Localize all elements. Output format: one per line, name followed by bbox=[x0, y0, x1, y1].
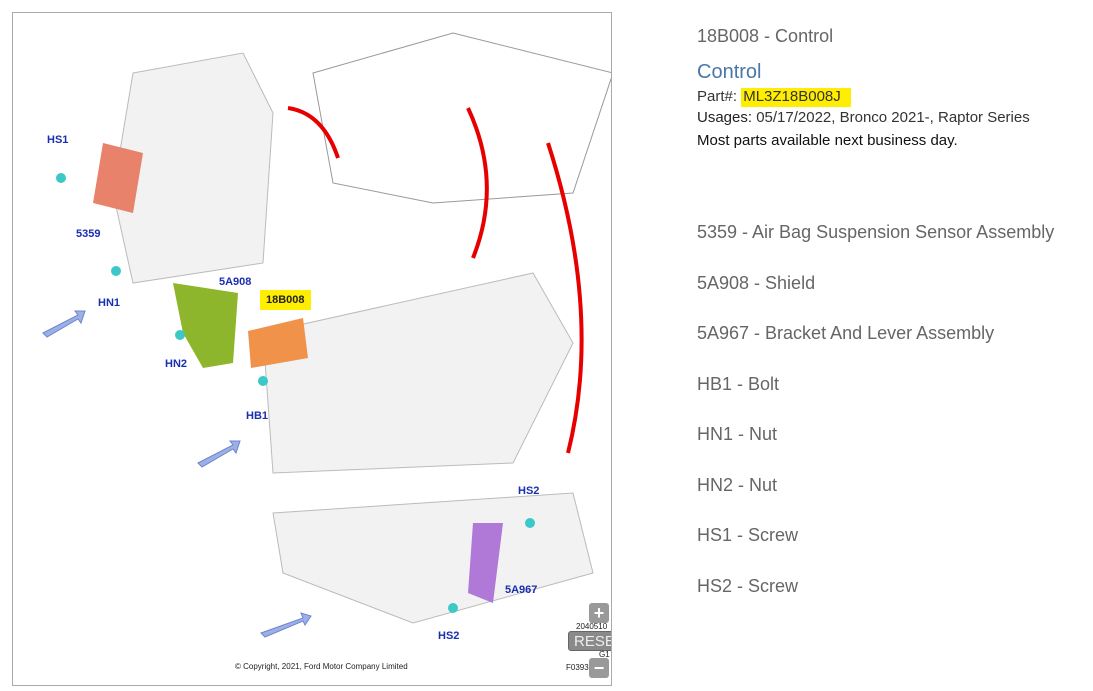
usages-line: Usages: 05/17/2022, Bronco 2021-, Raptor… bbox=[697, 109, 1030, 126]
callout-hs2-bottom[interactable]: HS2 bbox=[438, 630, 460, 642]
part-item-hs2[interactable]: HS2 - Screw bbox=[697, 575, 799, 596]
part-number: ML3Z18B008J bbox=[741, 88, 851, 107]
part-name-link[interactable]: Control bbox=[697, 61, 762, 83]
part-item-5a967[interactable]: 5A967 - Bracket And Lever Assembly bbox=[697, 323, 995, 343]
copyright: © Copyright, 2021, Ford Motor Company Li… bbox=[235, 662, 408, 671]
part-item-5359[interactable]: 5359 - Air Bag Suspension Sensor Assembl… bbox=[697, 222, 1055, 242]
part-item-hs1[interactable]: HS1 - Screw bbox=[697, 525, 799, 545]
parts-diagram[interactable]: HS1 5359 HN1 5A908 18B008 HN2 HB1 HS2 5A… bbox=[12, 12, 612, 686]
part-info: 18B008 - Control Control Part#: ML3Z18B0… bbox=[697, 26, 1030, 149]
usages-label: Usages: bbox=[697, 109, 753, 126]
zoom-out-button[interactable]: − bbox=[589, 658, 609, 678]
ref-code-suffix: 01 bbox=[611, 663, 612, 672]
callout-hs2-top[interactable]: HS2 bbox=[518, 485, 540, 497]
sensor-5359-shape bbox=[93, 143, 143, 213]
diagram-illustration bbox=[42, 32, 611, 638]
callout-hn2[interactable]: HN2 bbox=[165, 358, 188, 370]
part-number-line: Part#: ML3Z18B008J bbox=[697, 88, 1030, 107]
callout-5a908[interactable]: 5A908 bbox=[219, 276, 252, 288]
ref-number: 2040510 bbox=[576, 622, 608, 631]
callout-18b008[interactable]: 18B008 bbox=[260, 290, 311, 310]
bracket-5a967-shape bbox=[468, 523, 503, 603]
part-label: Part#: bbox=[697, 88, 738, 105]
callout-hs1[interactable]: HS1 bbox=[47, 134, 69, 146]
usages-value: 05/17/2022, Bronco 2021-, Raptor Series bbox=[756, 109, 1030, 126]
callout-hn1[interactable]: HN1 bbox=[98, 297, 121, 309]
zoom-in-button[interactable]: + bbox=[589, 603, 609, 623]
parts-list: 5359 - Air Bag Suspension Sensor Assembl… bbox=[697, 222, 1054, 626]
ref-g1: G1 bbox=[599, 650, 610, 659]
part-item-hn1[interactable]: HN1 - Nut bbox=[697, 424, 778, 444]
part-item-hb1[interactable]: HB1 - Bolt bbox=[697, 373, 780, 394]
ref-code-prefix: F0393 bbox=[566, 663, 589, 672]
part-item-5a908[interactable]: 5A908 - Shield bbox=[697, 272, 816, 293]
part-title: 18B008 - Control bbox=[697, 26, 834, 46]
callout-hb1[interactable]: HB1 bbox=[246, 410, 269, 422]
availability: Most parts available next business day. bbox=[697, 132, 958, 149]
part-item-hn2[interactable]: HN2 - Nut bbox=[697, 474, 778, 495]
shield-5a908-shape bbox=[173, 283, 238, 368]
control-18b008-shape bbox=[248, 318, 308, 368]
callout-5359[interactable]: 5359 bbox=[76, 228, 101, 240]
reset-button[interactable]: RESET bbox=[568, 631, 611, 651]
callout-5a967[interactable]: 5A967 bbox=[505, 584, 538, 596]
